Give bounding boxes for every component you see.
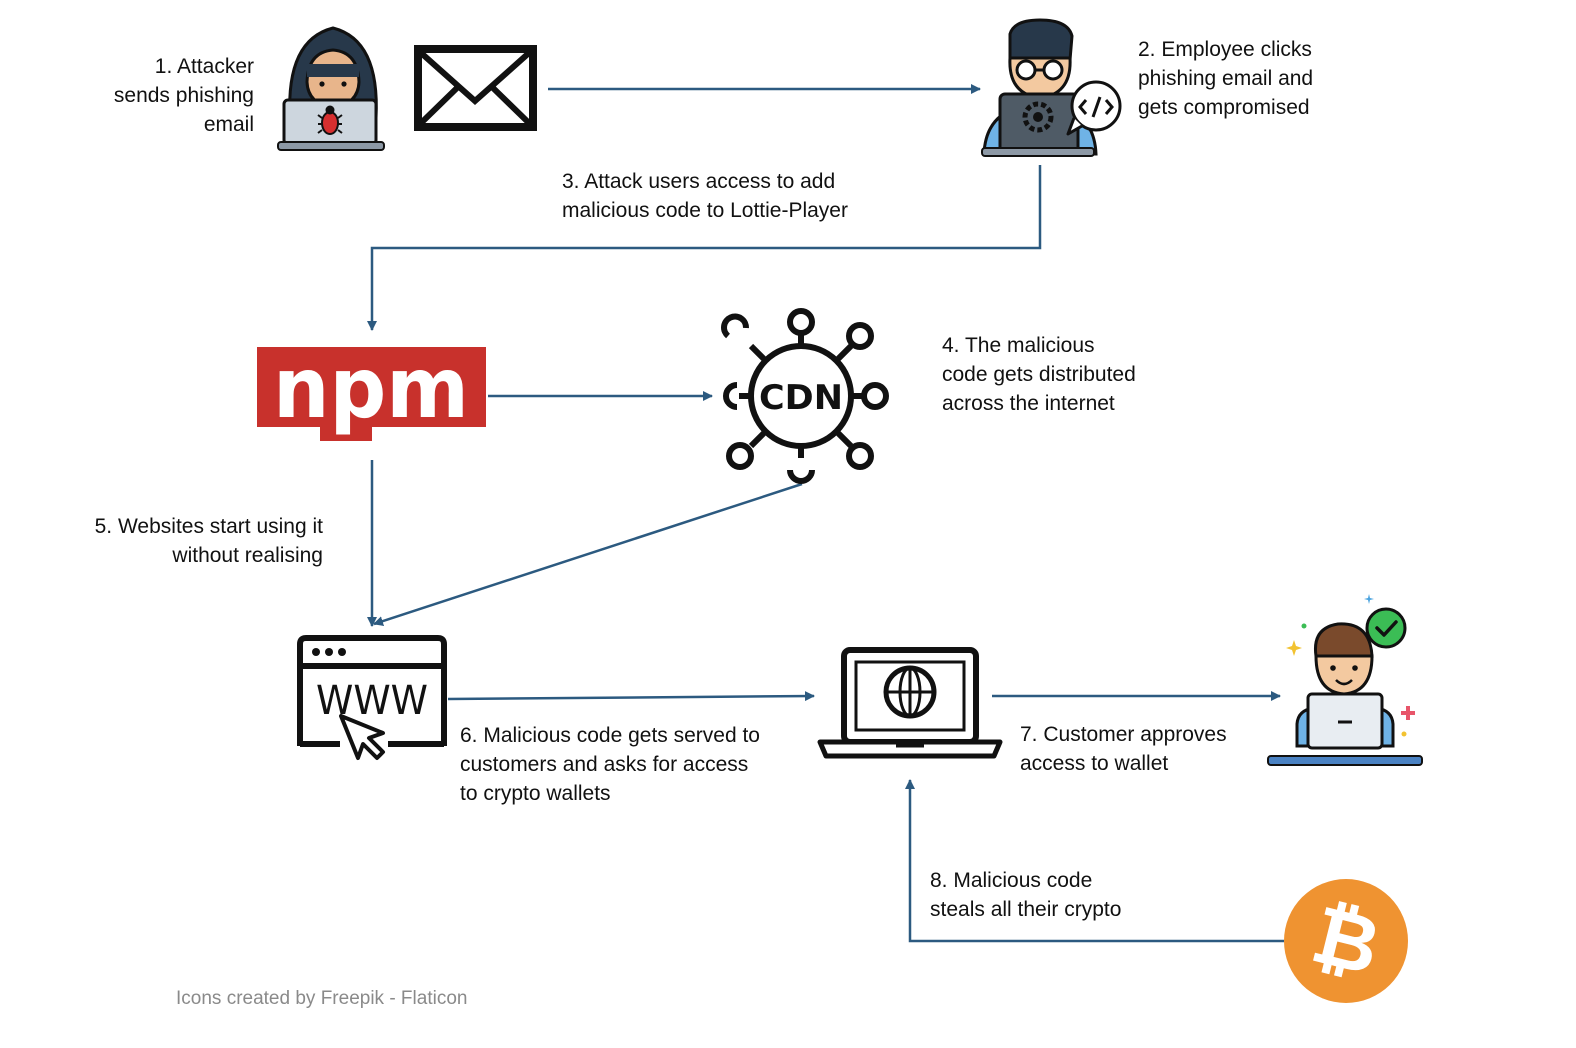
bitcoin-icon: ₿: [1284, 879, 1408, 1003]
step-7-line: 7. Customer approves: [1020, 723, 1227, 746]
step-5-line: without realising: [172, 544, 323, 567]
step-2-line: 2. Employee clicks: [1138, 38, 1312, 61]
step-2-label: 2. Employee clicks phishing email and ge…: [1138, 35, 1313, 122]
customer-approval-icon: [1267, 594, 1423, 766]
step-2-line: phishing email and: [1138, 67, 1314, 90]
icon-credit: Icons created by Freepik - Flaticon: [176, 988, 468, 1009]
cdn-icon: CDN: [721, 308, 889, 484]
connector-arrows: [367, 84, 1284, 943]
arrow-cdn-to-website: [373, 482, 803, 626]
step-1-line: sends phishing: [113, 84, 254, 107]
npm-wordmark: npm: [273, 339, 469, 437]
step-3-line: malicious code to Lottie-Player: [562, 199, 848, 222]
step-4-line: code gets distributed: [942, 363, 1136, 386]
hacker-icon: [277, 26, 385, 151]
arrow-website-to-laptop: [447, 691, 815, 702]
step-5-line: 5. Websites start using it: [94, 515, 323, 538]
compromised-employee-icon: [981, 18, 1122, 157]
step-1-line: email: [203, 113, 254, 136]
step-8-label: 8. Malicious code steals all their crypt…: [930, 866, 1121, 924]
step-3-label: 3. Attack users access to add malicious …: [562, 167, 848, 225]
step-6-line: customers and asks for access: [460, 753, 749, 776]
envelope-icon: [414, 45, 537, 131]
step-4-label: 4. The malicious code gets distributed a…: [942, 331, 1136, 418]
step-4-line: across the internet: [942, 392, 1115, 415]
www-label: WWW: [316, 678, 428, 724]
step-8-line: 8. Malicious code: [930, 869, 1093, 892]
arrow-employee-to-npm: [367, 165, 1042, 331]
step-1-label: 1. Attacker sends phishing email: [114, 52, 254, 139]
step-6-label: 6. Malicious code gets served to custome…: [460, 721, 760, 808]
step-6-line: 6. Malicious code gets served to: [460, 724, 760, 747]
laptop-globe-icon: [817, 647, 1003, 759]
step-7-line: access to wallet: [1020, 752, 1169, 775]
cdn-label: CDN: [759, 378, 843, 418]
step-1-line: 1. Attacker: [154, 55, 254, 78]
step-7-label: 7. Customer approves access to wallet: [1020, 720, 1227, 778]
npm-logo: npm: [257, 339, 486, 441]
step-5-label: 5. Websites start using it without reali…: [95, 512, 323, 570]
step-4-line: 4. The malicious: [942, 334, 1095, 357]
website-www-icon: WWW: [297, 635, 447, 760]
step-3-line: 3. Attack users access to add: [562, 170, 836, 193]
step-6-line: to crypto wallets: [460, 782, 611, 805]
step-2-line: gets compromised: [1138, 96, 1310, 119]
step-8-line: steals all their crypto: [930, 898, 1122, 921]
arrow-bitcoin-to-laptop: [905, 779, 1284, 943]
